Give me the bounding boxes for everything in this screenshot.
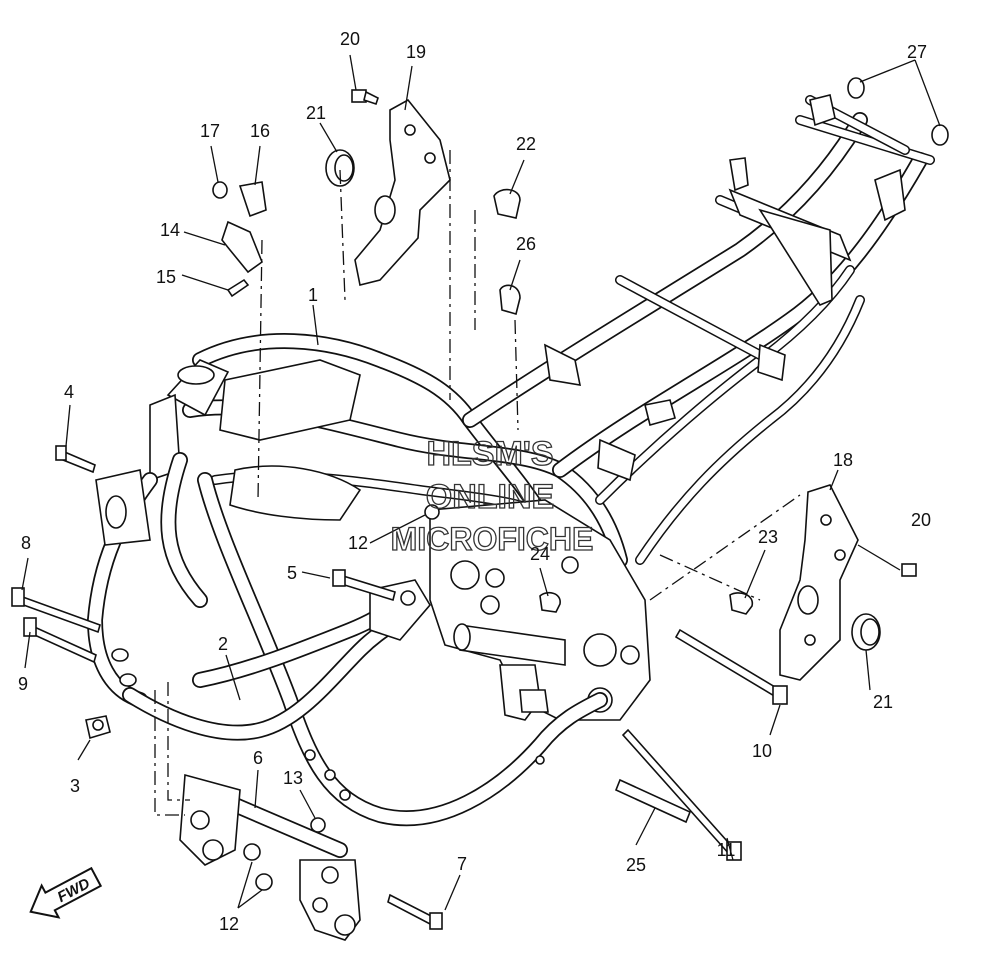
callout-3: 3 [70,776,80,796]
callout-19: 19 [406,42,426,62]
callout-4: 4 [64,382,74,402]
callout-2: 2 [218,634,228,654]
callout-6: 6 [253,748,263,768]
callout-17: 17 [200,121,220,141]
callout-numbers: 1 2 3 4 5 6 7 8 9 10 11 12 12 13 14 15 1… [18,29,931,934]
callout-18: 18 [833,450,853,470]
callout-15: 15 [156,267,176,287]
callout-26: 26 [516,234,536,254]
callout-13: 13 [283,768,303,788]
callout-7: 7 [457,854,467,874]
callout-20b: 20 [911,510,931,530]
callout-21a: 21 [306,103,326,123]
callout-23: 23 [758,527,778,547]
watermark-line-2: ONLINE [426,478,554,516]
engine-bracket [179,773,361,941]
callout-12a: 12 [348,533,368,553]
callout-8: 8 [21,533,31,553]
callout-27: 27 [907,42,927,62]
leader-lines [21,54,941,911]
watermark: HLSM'S ONLINE MICROFICHE [390,434,594,557]
fasteners [11,77,949,930]
callout-10: 10 [752,741,772,761]
watermark-line-1: HLSM'S [426,435,553,473]
callout-20a: 20 [340,29,360,49]
callout-24: 24 [530,544,550,564]
callout-14: 14 [160,220,180,240]
callout-5: 5 [287,563,297,583]
fwd-arrow: FWD [29,866,103,919]
callout-1: 1 [308,285,318,305]
callout-22: 22 [516,134,536,154]
down-tube [111,579,431,741]
callout-25: 25 [626,855,646,875]
callout-11: 11 [717,840,736,860]
watermark-line-3: MICROFICHE [391,521,594,557]
callout-21b: 21 [873,692,893,712]
assembly-guide-lines [154,150,801,816]
callout-9: 9 [18,674,28,694]
callout-16: 16 [250,121,270,141]
right-side-plate [779,484,859,681]
left-side-plate [354,98,451,286]
main-frame [87,94,935,827]
callout-12b: 12 [219,914,239,934]
